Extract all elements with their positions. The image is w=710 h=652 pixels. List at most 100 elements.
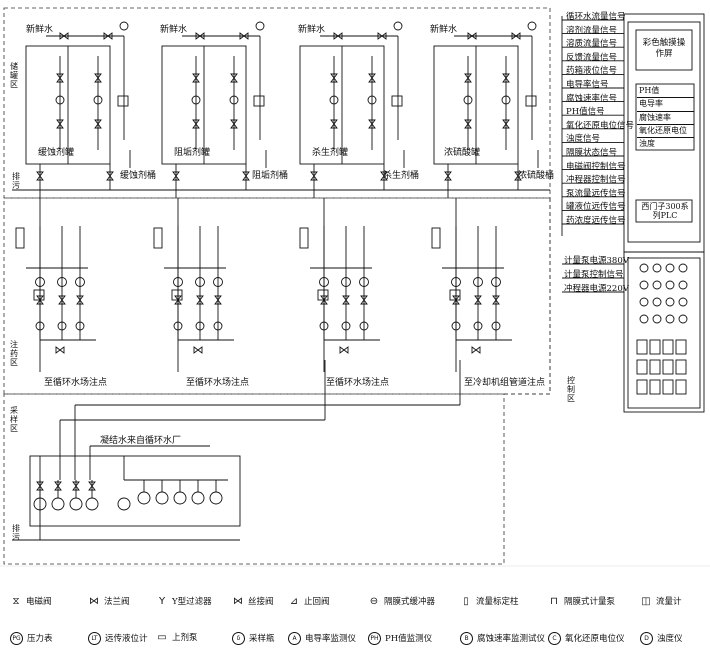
drain-label-top: 排污: [12, 172, 20, 190]
flow-calibration-icon: ▯: [463, 596, 469, 607]
indicator-light: [639, 314, 649, 324]
dosing-target-3: 至循环水场注点: [326, 378, 390, 388]
readout-corrosion: 腐蚀速率: [637, 112, 694, 125]
valve-icon: [230, 119, 238, 129]
bucket-label-2: 阻垢剂桶: [252, 171, 289, 181]
valve-icon: [195, 32, 205, 40]
valve-icon: [360, 295, 368, 305]
fresh-water-label-3: 新鲜水: [298, 25, 326, 35]
diaphragm-pump-icon: ⊓: [550, 596, 558, 607]
valve-icon: [511, 32, 521, 40]
switch-button: [675, 379, 687, 395]
valve-icon: [94, 73, 102, 83]
valve-icon: [214, 295, 222, 305]
valve-icon: [330, 119, 338, 129]
valve-icon: [342, 295, 350, 305]
legend-label: Y型过滤器: [172, 597, 212, 607]
valve-icon: [196, 295, 204, 305]
legend-item: ◫流量计: [640, 596, 681, 608]
valve-icon: [339, 346, 349, 354]
zone-label-storage: 储罐区: [10, 62, 18, 89]
zone-label-dosing: 注药区: [10, 340, 18, 367]
valve-icon: [59, 32, 69, 40]
valve-icon: [54, 481, 62, 491]
indicator-light: [665, 297, 675, 307]
solenoid-valve-icon: [119, 21, 129, 31]
drain-label-bottom: 排污: [12, 524, 20, 542]
zone-label-sampling: 采样区: [10, 406, 18, 433]
legend-label: 止回阀: [304, 597, 330, 607]
sampling-bottle-icon: [367, 95, 377, 105]
switch-button: [662, 379, 674, 395]
check-valve-icon: ⊿: [289, 596, 299, 607]
valve-icon: [36, 481, 44, 491]
legend-label: 丝接阀: [248, 597, 274, 607]
indicator-light: [652, 314, 662, 324]
diaphragm-pump-icon: [171, 289, 183, 301]
switch-button: [649, 339, 661, 355]
dosing-pump-icon: [391, 95, 403, 107]
valve-icon: [56, 119, 64, 129]
valve-icon: [502, 119, 510, 129]
valve-icon: [242, 171, 250, 181]
valve-icon: [174, 295, 182, 305]
dosing-units: [15, 198, 512, 372]
sampling-bottle-icon: [85, 497, 99, 511]
fresh-water-label-2: 新鲜水: [160, 25, 188, 35]
control-cabinet: [623, 13, 705, 413]
valve-icon: [310, 171, 318, 181]
legend-label: 采样瓶: [249, 633, 275, 644]
flow-calibration-icon: [15, 227, 25, 249]
tank-label-3: 杀生剂罐: [312, 148, 349, 158]
sampling-bottle-icon: [229, 95, 239, 105]
valve-icon: [368, 119, 376, 129]
sample-instruments: [33, 479, 228, 511]
dosing-pump-icon: ▭: [157, 632, 167, 643]
readout-orp: 氧化还原电位: [637, 125, 694, 139]
flow-meter-icon: [195, 321, 205, 331]
flow-meter-icon: [57, 321, 67, 331]
sampling-bottle-icon: [329, 95, 339, 105]
legend-label: 流量标定柱: [476, 597, 519, 607]
touchscreen-label: 彩色触摸操作屏: [642, 38, 686, 59]
legend-item: ⧖电磁阀: [10, 596, 51, 608]
indicator-light: [639, 263, 649, 273]
zone-borders: [3, 7, 551, 565]
valve-icon: [330, 73, 338, 83]
valve-icon: [502, 73, 510, 83]
fresh-water-label-1: 新鲜水: [26, 25, 54, 35]
diaphragm-buffer-icon: ⊖: [369, 596, 379, 607]
diaphragm-pump-icon: [75, 277, 85, 287]
signal-label: 罐液位远传信号: [566, 202, 626, 213]
valve-icon: [333, 32, 343, 40]
indicator-light: [665, 314, 675, 324]
legend-label: 上剂泵: [172, 633, 198, 643]
diaphragm-pump-icon: [451, 277, 461, 287]
analyzer-icon: [191, 491, 205, 505]
legend-item: ▯ 流量标定柱: [460, 596, 519, 608]
switch-button: [662, 339, 674, 355]
sampling-bottle-icon: [117, 497, 131, 511]
solenoid-valve-icon: [393, 21, 403, 31]
signal-label: 隔膜状态信号: [566, 148, 618, 158]
switch-button: [675, 359, 687, 375]
indicator-light: [639, 280, 649, 290]
dosing-target-1: 至循环水场注点: [44, 378, 108, 388]
valve-icon: [76, 295, 84, 305]
valve-icon: [514, 171, 522, 181]
readout-conductivity: 电导率: [637, 98, 694, 112]
corrosion-meter-icon: B: [460, 632, 473, 645]
pressure-gauge-icon: PG: [10, 632, 23, 645]
level-transmitter-icon: LT: [88, 632, 101, 645]
diaphragm-pump-icon: [319, 277, 329, 287]
valve-icon: [239, 32, 249, 40]
switch-button: [636, 359, 648, 375]
plc-label: 西门子300系列PLC: [641, 202, 689, 220]
legend-label: 远传液位计: [105, 633, 148, 644]
valve-icon: [320, 295, 328, 305]
power-signal-label: 计量泵控制信号: [564, 270, 624, 280]
valve-icon: [452, 295, 460, 305]
valve-icon: [192, 119, 200, 129]
diaphragm-pump-icon: [359, 277, 369, 287]
